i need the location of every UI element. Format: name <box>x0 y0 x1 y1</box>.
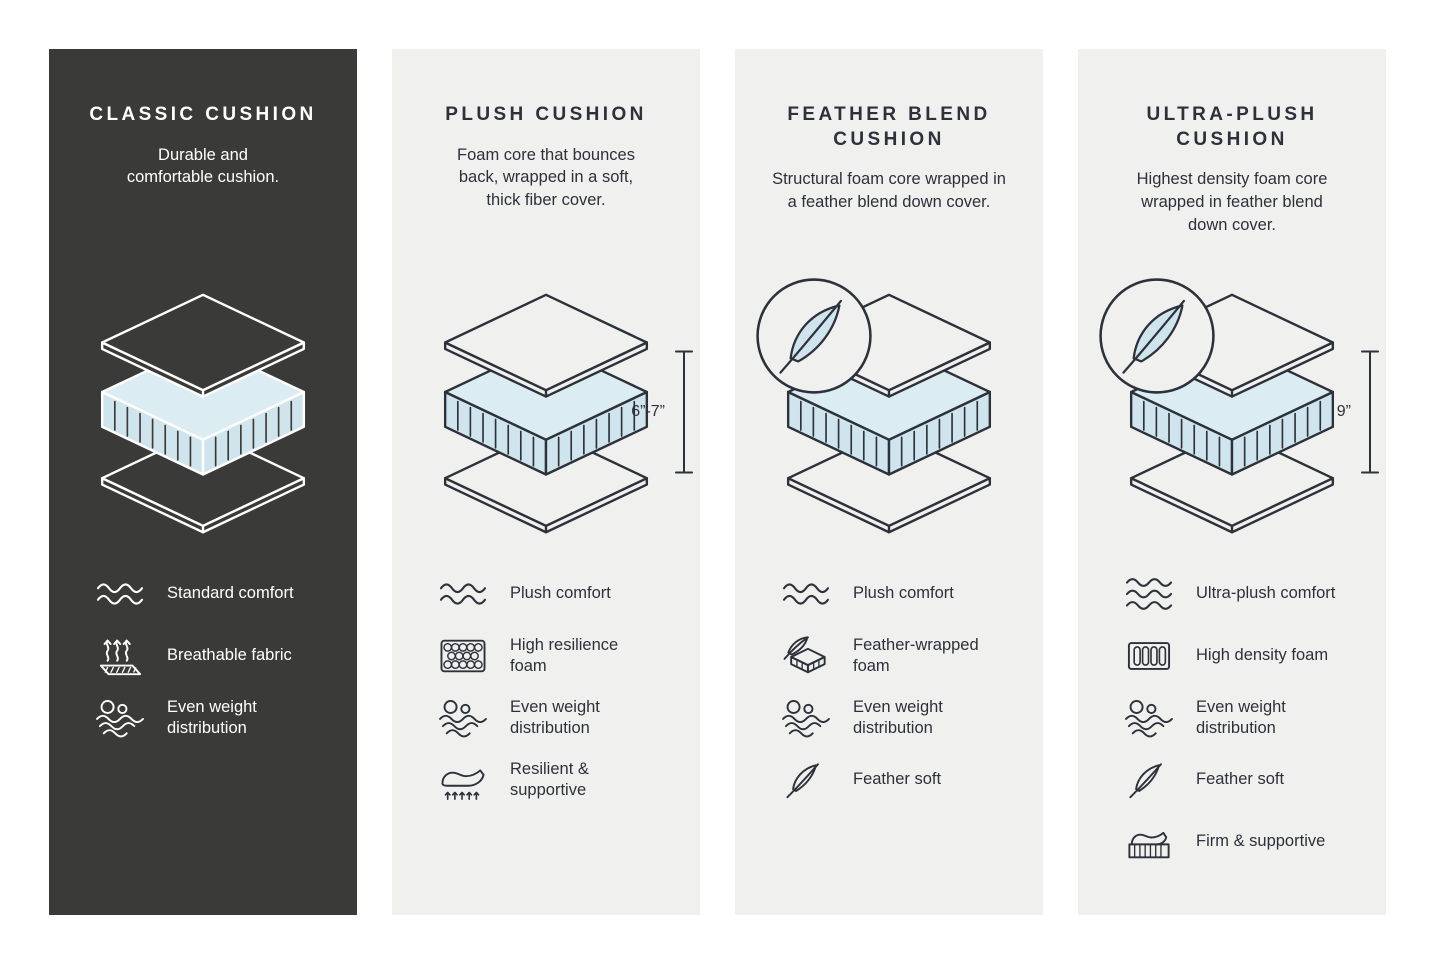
feature-list: Ultra-plush comfort High density foam Ev… <box>1078 571 1386 865</box>
high-density-foam-icon <box>1122 634 1176 678</box>
panel-title: PLUSH CUSHION <box>445 104 647 125</box>
panel-description: Structural foam core wrapped in a feathe… <box>772 170 1006 212</box>
panel-plush-cushion: PLUSH CUSHION Foam core that bounces bac… <box>392 49 700 915</box>
feature-label: Firm & supportive <box>1196 832 1326 851</box>
waves-2-icon <box>436 572 490 616</box>
feather-icon <box>779 758 833 802</box>
feature-row: Plush comfort <box>436 571 686 617</box>
measurement-value: 6”-7” <box>631 403 665 420</box>
feature-row: Resilient & supportive <box>436 757 686 803</box>
feature-label: High density foam <box>1196 646 1329 665</box>
even-weight-icon <box>93 696 147 740</box>
height-measurement: 9” <box>1337 349 1382 475</box>
measurement-value: 9” <box>1336 403 1351 420</box>
feature-row: Standard comfort <box>93 571 343 617</box>
panel-title: FEATHER BLEND CUSHION <box>787 104 991 150</box>
feature-list: Standard comfort Breathable fabric Even … <box>49 571 357 741</box>
feature-label: Even weight distribution <box>510 697 600 737</box>
waves-2-icon <box>779 572 833 616</box>
panel-feather-blend-cushion: FEATHER BLEND CUSHION Structural foam co… <box>735 49 1043 915</box>
cushion-illustration: 9” <box>1099 278 1379 535</box>
illustration-area: 6”-7” <box>392 279 700 571</box>
feature-row: Plush comfort <box>779 571 1029 617</box>
feature-label: Feather soft <box>853 770 942 789</box>
panel-title: ULTRA-PLUSH CUSHION <box>1146 104 1318 150</box>
waves-2-icon <box>93 572 147 616</box>
feature-label: Standard comfort <box>167 584 294 603</box>
feature-row: Even weight distribution <box>1122 695 1372 741</box>
measurement-bracket-icon <box>672 349 696 475</box>
feature-label: Feather-wrapped foam <box>853 635 979 675</box>
panel-header: CLASSIC CUSHION Durable and comfortable … <box>49 49 357 279</box>
feature-row: Even weight distribution <box>436 695 686 741</box>
feature-label: Resilient & supportive <box>510 759 589 799</box>
illustration-area: 9” <box>1078 278 1386 571</box>
feature-row: Feather soft <box>1122 757 1372 803</box>
height-measurement: 6”-7” <box>631 349 696 475</box>
feature-label: Even weight distribution <box>853 697 943 737</box>
measurement-bracket-icon <box>1358 349 1382 475</box>
panel-header: FEATHER BLEND CUSHION Structural foam co… <box>735 49 1043 279</box>
feature-row: Even weight distribution <box>779 695 1029 741</box>
feature-row: Feather soft <box>779 757 1029 803</box>
feature-label: Plush comfort <box>853 584 954 603</box>
feature-list: Plush comfort Feather-wrapped foam Even … <box>735 571 1043 803</box>
resilient-supportive-icon <box>436 758 490 802</box>
feather-wrapped-foam-icon <box>779 634 833 678</box>
feature-row: Even weight distribution <box>93 695 343 741</box>
panel-description: Foam core that bounces back, wrapped in … <box>457 145 635 210</box>
feature-row: Breathable fabric <box>93 633 343 679</box>
resilience-foam-icon <box>436 634 490 678</box>
cushion-illustration <box>93 293 313 535</box>
cushion-layers-diagram <box>93 293 313 535</box>
feature-row: High resilience foam <box>436 633 686 679</box>
feature-row: Ultra-plush comfort <box>1122 571 1372 617</box>
feature-label: High resilience foam <box>510 635 619 675</box>
waves-3-icon <box>1122 572 1176 616</box>
feature-row: Firm & supportive <box>1122 819 1372 865</box>
illustration-area <box>735 278 1043 571</box>
panel-header: PLUSH CUSHION Foam core that bounces bac… <box>392 49 700 279</box>
breathable-fabric-icon <box>93 634 147 678</box>
feather-badge-icon <box>1096 275 1218 397</box>
even-weight-icon <box>1122 696 1176 740</box>
feature-label: Breathable fabric <box>167 646 292 665</box>
panel-header: ULTRA-PLUSH CUSHION Highest density foam… <box>1078 49 1386 279</box>
cushion-illustration <box>756 278 999 535</box>
panel-ultra-plush-cushion: ULTRA-PLUSH CUSHION Highest density foam… <box>1078 49 1386 915</box>
panel-description: Durable and comfortable cushion. <box>126 145 280 187</box>
feather-icon <box>1122 758 1176 802</box>
feature-list: Plush comfort High resilience foam Even … <box>392 571 700 803</box>
firm-supportive-icon <box>1122 820 1176 864</box>
cushion-layers-diagram <box>436 293 656 535</box>
even-weight-icon <box>436 696 490 740</box>
feature-label: Feather soft <box>1196 770 1285 789</box>
feature-row: High density foam <box>1122 633 1372 679</box>
even-weight-icon <box>779 696 833 740</box>
panel-classic-cushion: CLASSIC CUSHION Durable and comfortable … <box>49 49 357 915</box>
feature-label: Even weight distribution <box>1196 697 1286 737</box>
feature-row: Feather-wrapped foam <box>779 633 1029 679</box>
illustration-area <box>49 279 357 571</box>
feather-badge-icon <box>753 275 875 397</box>
feature-label: Ultra-plush comfort <box>1196 584 1336 603</box>
feature-label: Plush comfort <box>510 584 611 603</box>
panel-title: CLASSIC CUSHION <box>89 104 317 125</box>
cushion-illustration: 6”-7” <box>436 293 693 535</box>
panel-description: Highest density foam core wrapped in fea… <box>1136 170 1328 234</box>
feature-label: Even weight distribution <box>167 697 257 737</box>
